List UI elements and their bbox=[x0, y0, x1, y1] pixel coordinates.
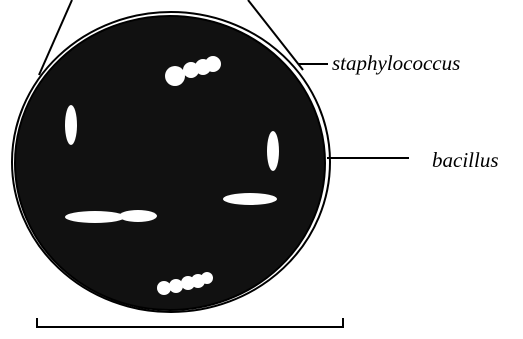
field-of-view bbox=[15, 16, 325, 310]
bacillus-rod-vertical-right bbox=[267, 131, 279, 171]
bacillus-rod-vertical-left bbox=[65, 105, 77, 145]
label-bacillus: bacillus bbox=[432, 150, 499, 171]
bacillus-rod-chain-left bbox=[65, 211, 125, 223]
bacillus-rod-chain-right bbox=[119, 210, 157, 222]
label-staphylococcus: staphylococcus bbox=[332, 53, 460, 74]
scale-bracket bbox=[36, 318, 344, 327]
bacillus-rod-horizontal-right bbox=[223, 193, 277, 205]
